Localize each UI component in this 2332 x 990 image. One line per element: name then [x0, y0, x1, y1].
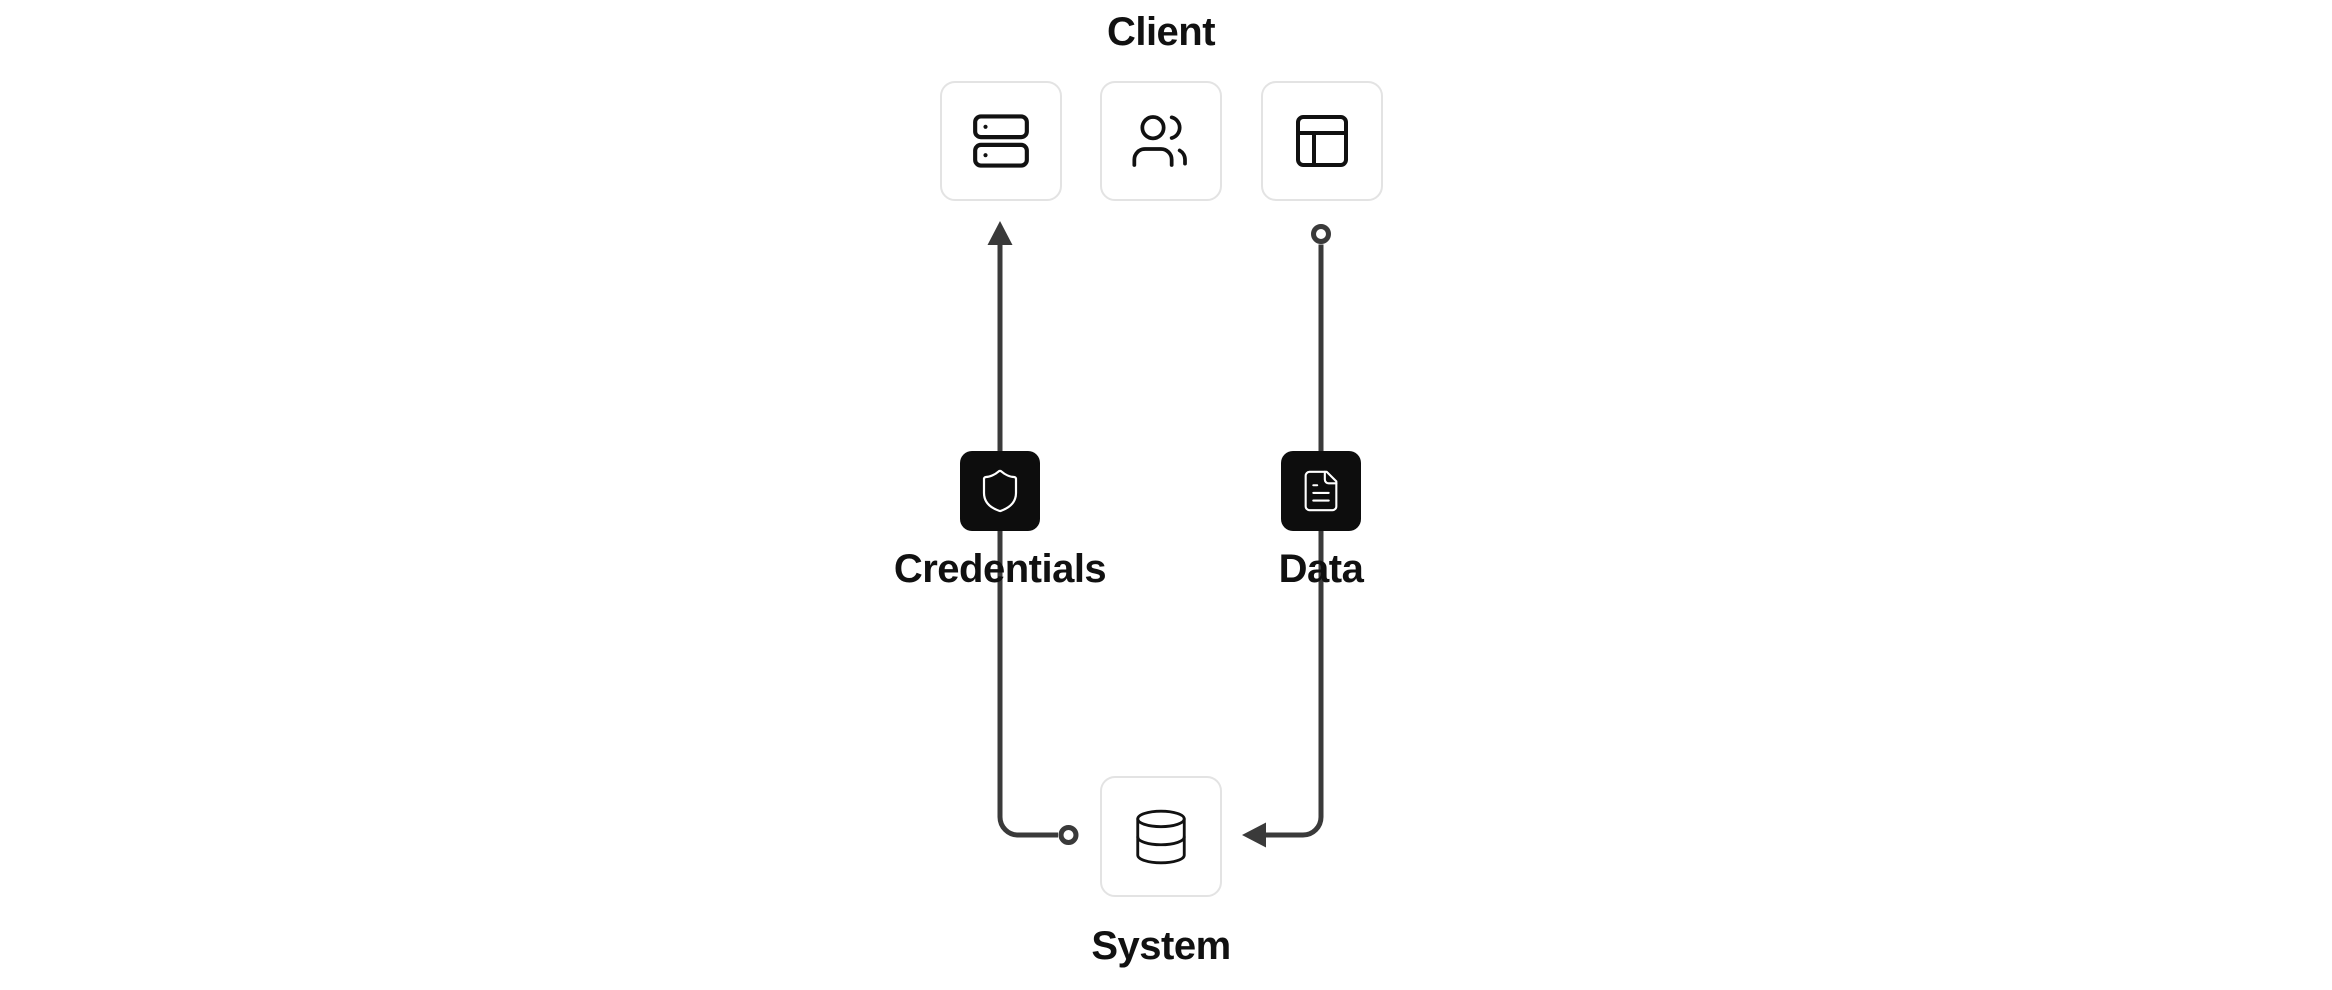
panels-top-left-icon: [1296, 115, 1348, 167]
data-node: [1281, 451, 1361, 531]
users-icon: [1132, 115, 1187, 167]
credentials-node: [960, 451, 1040, 531]
client-users-box: [1100, 81, 1222, 201]
credentials-label: Credentials: [893, 547, 1107, 591]
data-label: Data: [1278, 547, 1364, 591]
edge-credentials-to-client: [987, 221, 1013, 451]
client-group-title: Client: [1106, 10, 1216, 54]
client-server-box: [940, 81, 1062, 201]
client-panels-box: [1261, 81, 1383, 201]
system-label: System: [1091, 924, 1231, 968]
system-node: [1100, 776, 1222, 897]
edge-client-to-data: [1311, 224, 1331, 451]
database-icon: [1136, 809, 1186, 864]
file-text-icon: [1304, 470, 1338, 512]
server-icon: [973, 114, 1029, 168]
shield-icon: [982, 469, 1018, 513]
